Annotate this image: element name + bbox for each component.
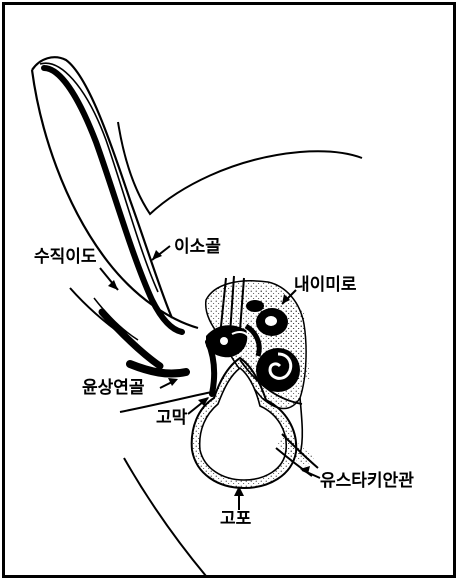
semicircular-canal-lumen [265, 316, 277, 326]
label-inner-ear: 내이미로 [294, 275, 357, 295]
label-ossicles: 이소골 [174, 237, 221, 257]
label-tympanic-bulla: 고포 [220, 509, 252, 529]
neck-outline [124, 458, 206, 576]
ossicle-joint [220, 337, 228, 345]
cartilage-segment [102, 312, 160, 366]
pinna-inner-outline [32, 57, 172, 318]
tympanic-membrane [208, 342, 214, 394]
label-eardrum: 고막 [156, 408, 188, 428]
inner-ear-mass [246, 300, 264, 312]
head-outline-upper [118, 122, 362, 214]
arrowhead-ossicles [152, 250, 162, 260]
arrowhead-ear-canal [108, 280, 118, 290]
label-eustachian-tube: 유스타키안관 [320, 471, 414, 491]
label-annular-cartilage: 윤상연골 [82, 378, 145, 398]
arrowhead-annular-cartilage [168, 378, 178, 386]
label-ear-canal: 수직이도 [34, 247, 97, 267]
